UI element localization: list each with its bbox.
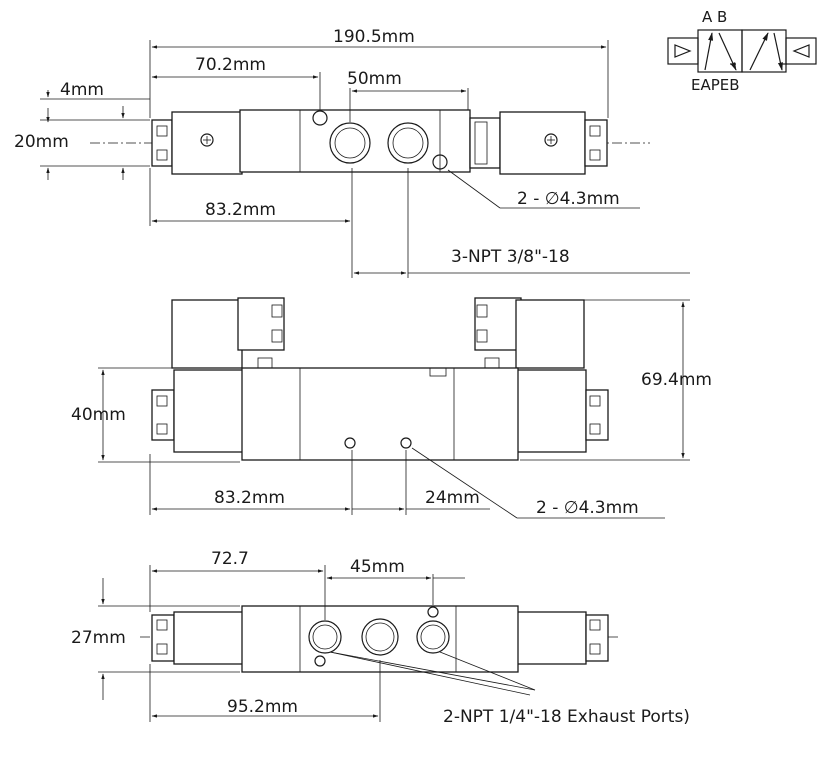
dim-bottom-left-to-center: 95.2mm (227, 697, 298, 717)
front-view: 69.4mm 40mm 83.2mm 24mm 2 - ∅4.3mm (71, 297, 712, 519)
label-front-mount-holes: 2 - ∅4.3mm (536, 498, 639, 518)
label-ports: 3-NPT 3/8"-18 (451, 247, 570, 267)
dim-width: 20mm (14, 132, 69, 152)
dim-left-to-hole: 83.2mm (214, 488, 285, 508)
top-view: 190.5mm 70.2mm 50mm 4mm 20mm 83.2mm 2 - … (14, 27, 690, 278)
dim-port-spacing: 50mm (347, 69, 402, 89)
bottom-view: 72.7 45mm 27mm 95.2mm 2-NPT 1/4"-18 Exha… (71, 549, 690, 727)
label-mount-holes: 2 - ∅4.3mm (517, 189, 620, 209)
dim-bottom-width: 27mm (71, 628, 126, 648)
dim-left-to-port: 70.2mm (195, 55, 266, 75)
symbol-bottom-label: EAPEB (691, 76, 740, 94)
dim-left-to-center: 83.2mm (205, 200, 276, 220)
valve-symbol: A B EAPEB (667, 8, 817, 94)
dim-bottom-port-spacing: 45mm (350, 557, 405, 577)
dim-offset: 4mm (60, 80, 104, 100)
label-exhaust-ports: 2-NPT 1/4"-18 Exhaust Ports) (443, 707, 690, 727)
dim-body-height: 40mm (71, 405, 126, 425)
symbol-top-label: A B (702, 8, 727, 26)
dim-overall-length: 190.5mm (333, 27, 415, 47)
dim-height: 69.4mm (641, 370, 712, 390)
dim-bottom-left-to-port: 72.7 (211, 549, 249, 569)
dim-hole-spacing: 24mm (425, 488, 480, 508)
